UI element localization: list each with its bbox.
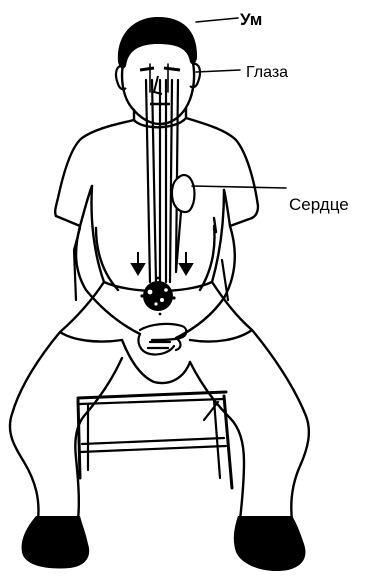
- label-heart: Сердце: [289, 195, 349, 214]
- shoes: [22, 516, 306, 571]
- hands: [138, 324, 186, 355]
- right-down-arrow-icon: [180, 264, 192, 274]
- energy-lines: [146, 64, 182, 284]
- mind-pointer: [196, 18, 238, 22]
- hair: [118, 17, 197, 69]
- left-shoe: [22, 516, 90, 568]
- head: [116, 17, 200, 124]
- left-eye: [140, 68, 154, 70]
- chair: [74, 228, 232, 488]
- label-eyes: Глаза: [246, 64, 288, 81]
- left-down-arrow-icon: [132, 264, 144, 274]
- heart: [172, 175, 195, 212]
- eyes-pointer: [196, 70, 240, 72]
- label-mind: Ум: [240, 10, 262, 29]
- pointer-lines: [192, 18, 286, 188]
- heart-pointer: [192, 186, 286, 188]
- right-shoe: [234, 516, 306, 571]
- down-arrows: [132, 252, 192, 274]
- right-eye: [164, 68, 180, 70]
